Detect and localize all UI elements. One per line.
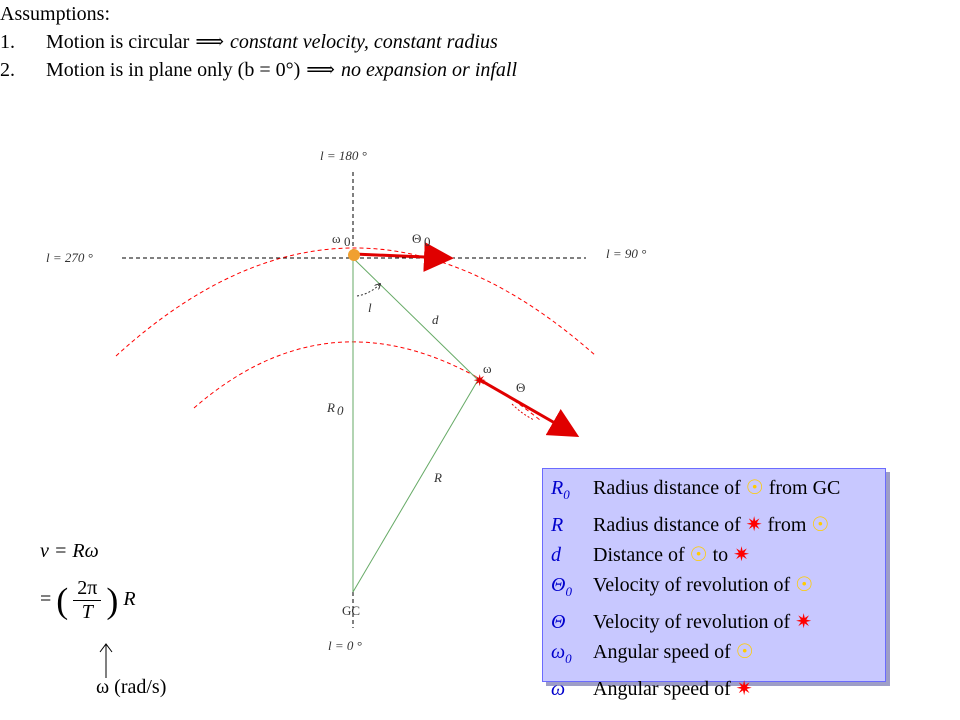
label-theta0-sub: 0 bbox=[424, 234, 431, 249]
assumption-2-num: 2. bbox=[0, 59, 15, 81]
star-icon: ✷ bbox=[473, 371, 486, 390]
legend-text2: to bbox=[712, 544, 729, 566]
star-icon: ✷ bbox=[735, 678, 753, 700]
left-paren-icon: ( bbox=[56, 580, 69, 621]
label-GC: GC bbox=[342, 603, 360, 618]
label-d: d bbox=[432, 312, 439, 327]
label-l0: l = 0 ° bbox=[328, 638, 362, 653]
theta0-arrow bbox=[353, 241, 454, 272]
assumption-2: 2. Motion is in plane only (b = 0°)⟹no ex… bbox=[0, 56, 960, 84]
label-l180: l = 180 ° bbox=[320, 148, 367, 163]
label-theta: Θ bbox=[516, 380, 525, 395]
legend-symbol: ω bbox=[551, 678, 566, 700]
fraction-numerator: 2π bbox=[73, 577, 102, 601]
theta-arrow bbox=[479, 378, 580, 437]
formula-R: R bbox=[123, 588, 136, 611]
sun-icon: ☉ bbox=[735, 641, 754, 663]
legend-row: ω0 Angular speed of ☉ bbox=[551, 637, 885, 674]
assumptions-heading: Assumptions: bbox=[0, 3, 111, 25]
star-orbit-tangent bbox=[511, 403, 535, 421]
star-icon: ✷ bbox=[795, 611, 812, 633]
legend-row: ω Angular speed of ✷ bbox=[551, 674, 885, 704]
legend-text: Radius distance of bbox=[593, 477, 741, 499]
formula-equals: = bbox=[40, 588, 52, 611]
assumption-2-consequence: no expansion or infall bbox=[340, 59, 518, 81]
label-omega: ω bbox=[483, 361, 492, 376]
label-omega0: ω bbox=[332, 231, 341, 246]
legend-text: Velocity of revolution of bbox=[593, 574, 791, 596]
assumption-1-num: 1. bbox=[0, 31, 15, 53]
assumption-1-text: Motion is circular bbox=[46, 31, 190, 53]
legend-symbol: R bbox=[551, 514, 564, 536]
right-paren-icon: ) bbox=[106, 580, 119, 621]
symbol-legend: R0 Radius distance of ☉ from GC R Radius… bbox=[542, 468, 886, 700]
legend-symbol: d bbox=[551, 544, 561, 566]
legend-row: R Radius distance of ✷ from ☉ bbox=[551, 510, 885, 540]
legend-row: Θ Velocity of revolution of ✷ bbox=[551, 607, 885, 637]
d-line bbox=[352, 257, 479, 381]
assumptions-block: Assumptions: 1.Motion is circular⟹consta… bbox=[0, 0, 960, 84]
implies-arrow-icon: ⟹ bbox=[195, 31, 224, 53]
legend-text: Angular speed of bbox=[593, 678, 731, 700]
implies-arrow-icon: ⟹ bbox=[306, 59, 335, 81]
assumption-2-text: Motion is in plane only (b = 0°) bbox=[46, 59, 301, 81]
legend-text: Distance of bbox=[593, 544, 685, 566]
legend-symbol: ω0 bbox=[551, 641, 572, 666]
longitude-angle-arc bbox=[356, 284, 380, 297]
fraction-denominator: T bbox=[81, 601, 93, 623]
label-theta0: Θ bbox=[412, 231, 421, 246]
legend-text: Velocity of revolution of bbox=[593, 611, 791, 633]
star-orbit-circle bbox=[193, 341, 541, 421]
sun-icon: ☉ bbox=[811, 514, 830, 536]
omega-unit-label: ω (rad/s) bbox=[96, 676, 167, 698]
star-icon: ✷ bbox=[733, 544, 750, 566]
sun-icon: ☉ bbox=[745, 477, 764, 499]
label-R: R bbox=[433, 470, 442, 485]
up-arrow-icon bbox=[99, 643, 113, 678]
legend-text2: from bbox=[767, 514, 807, 536]
formula-line1: v = Rω bbox=[40, 540, 99, 562]
velocity-formula: v = Rω = ( 2π T ) R bbox=[40, 540, 136, 624]
legend-symbol: Θ0 bbox=[551, 574, 572, 599]
R-line bbox=[352, 379, 479, 593]
label-l270: l = 270 ° bbox=[46, 250, 93, 265]
legend-row: d Distance of ☉ to ✷ bbox=[551, 540, 885, 570]
label-l-angle: l bbox=[368, 300, 372, 315]
label-omega0-sub: 0 bbox=[344, 234, 351, 249]
sun-orbit-circle bbox=[115, 247, 597, 357]
label-l90: l = 90 ° bbox=[606, 246, 646, 261]
legend-row: R0 Radius distance of ☉ from GC bbox=[551, 473, 885, 510]
legend-symbol: R0 bbox=[551, 477, 570, 502]
legend-symbol: Θ bbox=[551, 611, 566, 633]
legend-text: Radius distance of bbox=[593, 514, 741, 536]
assumption-1-consequence: constant velocity, constant radius bbox=[229, 31, 498, 53]
label-R0-sub: 0 bbox=[337, 403, 344, 418]
formula-line2: = ( 2π T ) R bbox=[40, 577, 136, 624]
sun-icon: ☉ bbox=[795, 574, 814, 596]
star-icon: ✷ bbox=[745, 514, 763, 536]
sun-icon bbox=[348, 249, 360, 261]
sun-icon: ☉ bbox=[689, 544, 708, 566]
assumption-1: 1. Motion is circular⟹constant velocity, … bbox=[0, 28, 960, 56]
two-pi-over-T: 2π T bbox=[73, 577, 102, 624]
label-R0: R bbox=[326, 400, 335, 415]
legend-text2: from GC bbox=[768, 477, 841, 499]
legend-text: Angular speed of bbox=[593, 641, 731, 663]
legend-row: Θ0 Velocity of revolution of ☉ bbox=[551, 570, 885, 607]
